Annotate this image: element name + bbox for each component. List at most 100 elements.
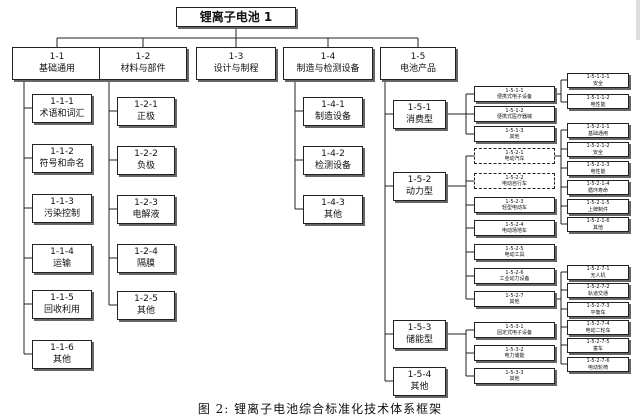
node-1-5-2-2-label: 电动自行车 [501, 181, 527, 187]
leaf-1-5-2-7-4: 1-5-2-7-4 电动二轮车 [567, 320, 629, 335]
node-1-3: 1-3 设计与制程 [196, 47, 276, 80]
node-1-2-3-code: 1-2-3 [134, 198, 158, 209]
leaf-1-5-2-7-5: 1-5-2-7-5 童车 [567, 338, 629, 353]
leaf-1-5-2-7-1-label: 无人机 [590, 272, 606, 279]
node-1-1-5-code: 1-1-5 [50, 293, 74, 304]
leaf-1-5-2-1-5-label: 上牌制件 [587, 206, 608, 213]
node-1-5-3-2-code: 1-5-3-2 [505, 346, 524, 353]
node-1-5-2-2-code: 1-5-2-2 [505, 174, 524, 181]
node-1-2-4: 1-2-4 隔膜 [117, 244, 175, 273]
node-1-4-code: 1-4 [320, 52, 336, 63]
leaf-1-5-2-7-3: 1-5-2-7-3 平衡车 [567, 302, 629, 317]
page-edge-scrollbar [636, 0, 640, 40]
leaf-1-5-1-1-2: 1-5-1-1-2 电性能 [567, 94, 629, 109]
node-1-1-6: 1-1-6 其他 [32, 340, 92, 369]
node-1-5-1-code: 1-5-1 [407, 103, 432, 114]
node-1-5-2-2: 1-5-2-2 电动自行车 [474, 173, 555, 189]
node-1-5-2-5-code: 1-5-2-5 [505, 245, 524, 252]
leaf-1-5-2-1-1-label: 基础通用 [587, 130, 608, 137]
node-1-1-4-label: 运输 [52, 258, 71, 269]
node-1-5-3-3-label: 其他 [509, 376, 520, 382]
node-1-5-2-6-code: 1-5-2-6 [505, 269, 524, 276]
leaf-1-5-2-7-2-label: 轨道交通 [587, 290, 608, 297]
node-1-1-5: 1-1-5 回收利用 [32, 290, 92, 319]
node-1-4-1-code: 1-4-1 [321, 100, 345, 111]
node-1-2-label: 材料与部件 [120, 63, 166, 74]
node-1-3-label: 设计与制程 [213, 63, 259, 74]
leaf-1-5-2-1-5: 1-5-2-1-5 上牌制件 [567, 199, 629, 214]
node-1-5-1-1: 1-5-1-1 便携式电子设备 [474, 86, 555, 102]
node-1-5-label: 电池产品 [399, 63, 436, 74]
node-1-2-1: 1-2-1 正极 [117, 97, 175, 126]
leaf-1-5-2-1-4-code: 1-5-2-1-4 [586, 181, 610, 187]
node-1-1-4-code: 1-1-4 [50, 247, 74, 258]
leaf-1-5-2-7-2: 1-5-2-7-2 轨道交通 [567, 283, 629, 298]
node-1-5-2-5-label: 电动工具 [504, 252, 525, 258]
leaf-1-5-2-1-6-code: 1-5-2-1-6 [586, 218, 610, 224]
leaf-1-5-2-1-3: 1-5-2-1-3 电性能 [567, 161, 629, 176]
leaf-1-5-2-7-2-code: 1-5-2-7-2 [586, 284, 610, 290]
node-1-5-4: 1-5-4 其他 [393, 367, 446, 396]
node-1-1-2-label: 符号和命名 [39, 158, 85, 169]
node-1-1: 1-1 基础通用 [12, 47, 102, 80]
leaf-1-5-2-1-5-code: 1-5-2-1-5 [586, 200, 610, 206]
node-1-4-3-label: 其他 [323, 209, 342, 220]
leaf-1-5-2-7-4-label: 电动二轮车 [585, 327, 611, 334]
leaf-1-5-2-1-2-label: 安全 [592, 149, 603, 156]
node-1-5-2-1-label: 电动汽车 [504, 156, 525, 162]
node-1-2-5-code: 1-2-5 [134, 294, 158, 305]
node-1-5-2-code: 1-5-2 [407, 175, 432, 186]
node-1-5: 1-5 电池产品 [380, 47, 456, 80]
node-1-5-2-7-code: 1-5-2-7 [505, 292, 524, 299]
node-1-4-1: 1-4-1 制造设备 [303, 97, 363, 126]
node-1-5-2-3: 1-5-2-3 轻型电动车 [474, 197, 555, 213]
node-1-1-6-label: 其他 [52, 354, 71, 365]
node-1-1-5-label: 回收利用 [43, 304, 80, 315]
leaf-1-5-2-7-5-code: 1-5-2-7-5 [586, 339, 610, 345]
node-1-5-1-3: 1-5-1-3 其他 [474, 126, 555, 142]
node-1-5-3-label: 储能型 [405, 334, 433, 345]
node-1-1-2: 1-1-2 符号和命名 [32, 144, 92, 173]
node-1-4-3: 1-4-3 其他 [303, 195, 363, 224]
node-1-1-3-label: 污染控制 [43, 208, 80, 219]
leaf-1-5-2-1-2-code: 1-5-2-1-2 [586, 143, 610, 149]
node-1-5-1-3-label: 其他 [509, 134, 520, 140]
leaf-1-5-2-7-6-label: 电动轮椅 [587, 364, 608, 371]
node-1-5-1-2-label: 便携式医疗器械 [496, 114, 532, 120]
node-1-1-code: 1-1 [49, 52, 65, 63]
node-1-5-2-1-code: 1-5-2-1 [505, 149, 524, 156]
node-1-3-code: 1-3 [228, 52, 244, 63]
leaf-1-5-2-7-6-code: 1-5-2-7-6 [586, 358, 610, 364]
leaf-1-5-2-7-1-code: 1-5-2-7-1 [586, 266, 610, 272]
leaf-1-5-1-1-1-label: 安全 [592, 80, 603, 87]
node-1-2-1-label: 正极 [136, 111, 155, 122]
node-1-2-4-label: 隔膜 [136, 258, 155, 269]
node-1-5-4-code: 1-5-4 [407, 370, 432, 381]
leaf-1-5-2-7-3-label: 平衡车 [590, 309, 606, 316]
node-1-5-1-1-label: 便携式电子设备 [496, 94, 532, 100]
node-1-5-2-4-code: 1-5-2-4 [505, 221, 524, 228]
node-1-5-2-label: 动力型 [405, 186, 433, 197]
node-1-5-1: 1-5-1 消费型 [393, 100, 446, 129]
node-1-4-2-label: 检测设备 [314, 160, 351, 171]
node-1-5-4-label: 其他 [410, 381, 429, 392]
node-1-5-1-2-code: 1-5-1-2 [505, 107, 524, 114]
leaf-1-5-2-7-4-code: 1-5-2-7-4 [586, 321, 610, 327]
node-1-5-2-5: 1-5-2-5 电动工具 [474, 244, 555, 260]
node-1-1-1-code: 1-1-1 [50, 97, 74, 108]
node-1-2-2: 1-2-2 负极 [117, 146, 175, 175]
leaf-1-5-2-1-6: 1-5-2-1-6 其他 [567, 217, 629, 232]
node-1-2-5-label: 其他 [136, 305, 155, 316]
leaf-1-5-2-1-1: 1-5-2-1-1 基础通用 [567, 123, 629, 138]
node-1-5-3-1: 1-5-3-1 固定式电子设备 [474, 322, 555, 338]
node-1-1-4: 1-1-4 运输 [32, 244, 92, 273]
leaf-1-5-2-1-1-code: 1-5-2-1-1 [586, 124, 610, 130]
node-1-5-2: 1-5-2 动力型 [393, 172, 446, 201]
node-1-5-2-7: 1-5-2-7 其他 [474, 291, 555, 307]
node-1-5-3-1-code: 1-5-3-1 [505, 323, 524, 330]
node-1-4-1-label: 制造设备 [314, 111, 351, 122]
leaf-1-5-2-7-5-label: 童车 [592, 345, 603, 352]
node-1-5-2-1: 1-5-2-1 电动汽车 [474, 148, 555, 164]
node-1-5-3: 1-5-3 储能型 [393, 320, 446, 349]
